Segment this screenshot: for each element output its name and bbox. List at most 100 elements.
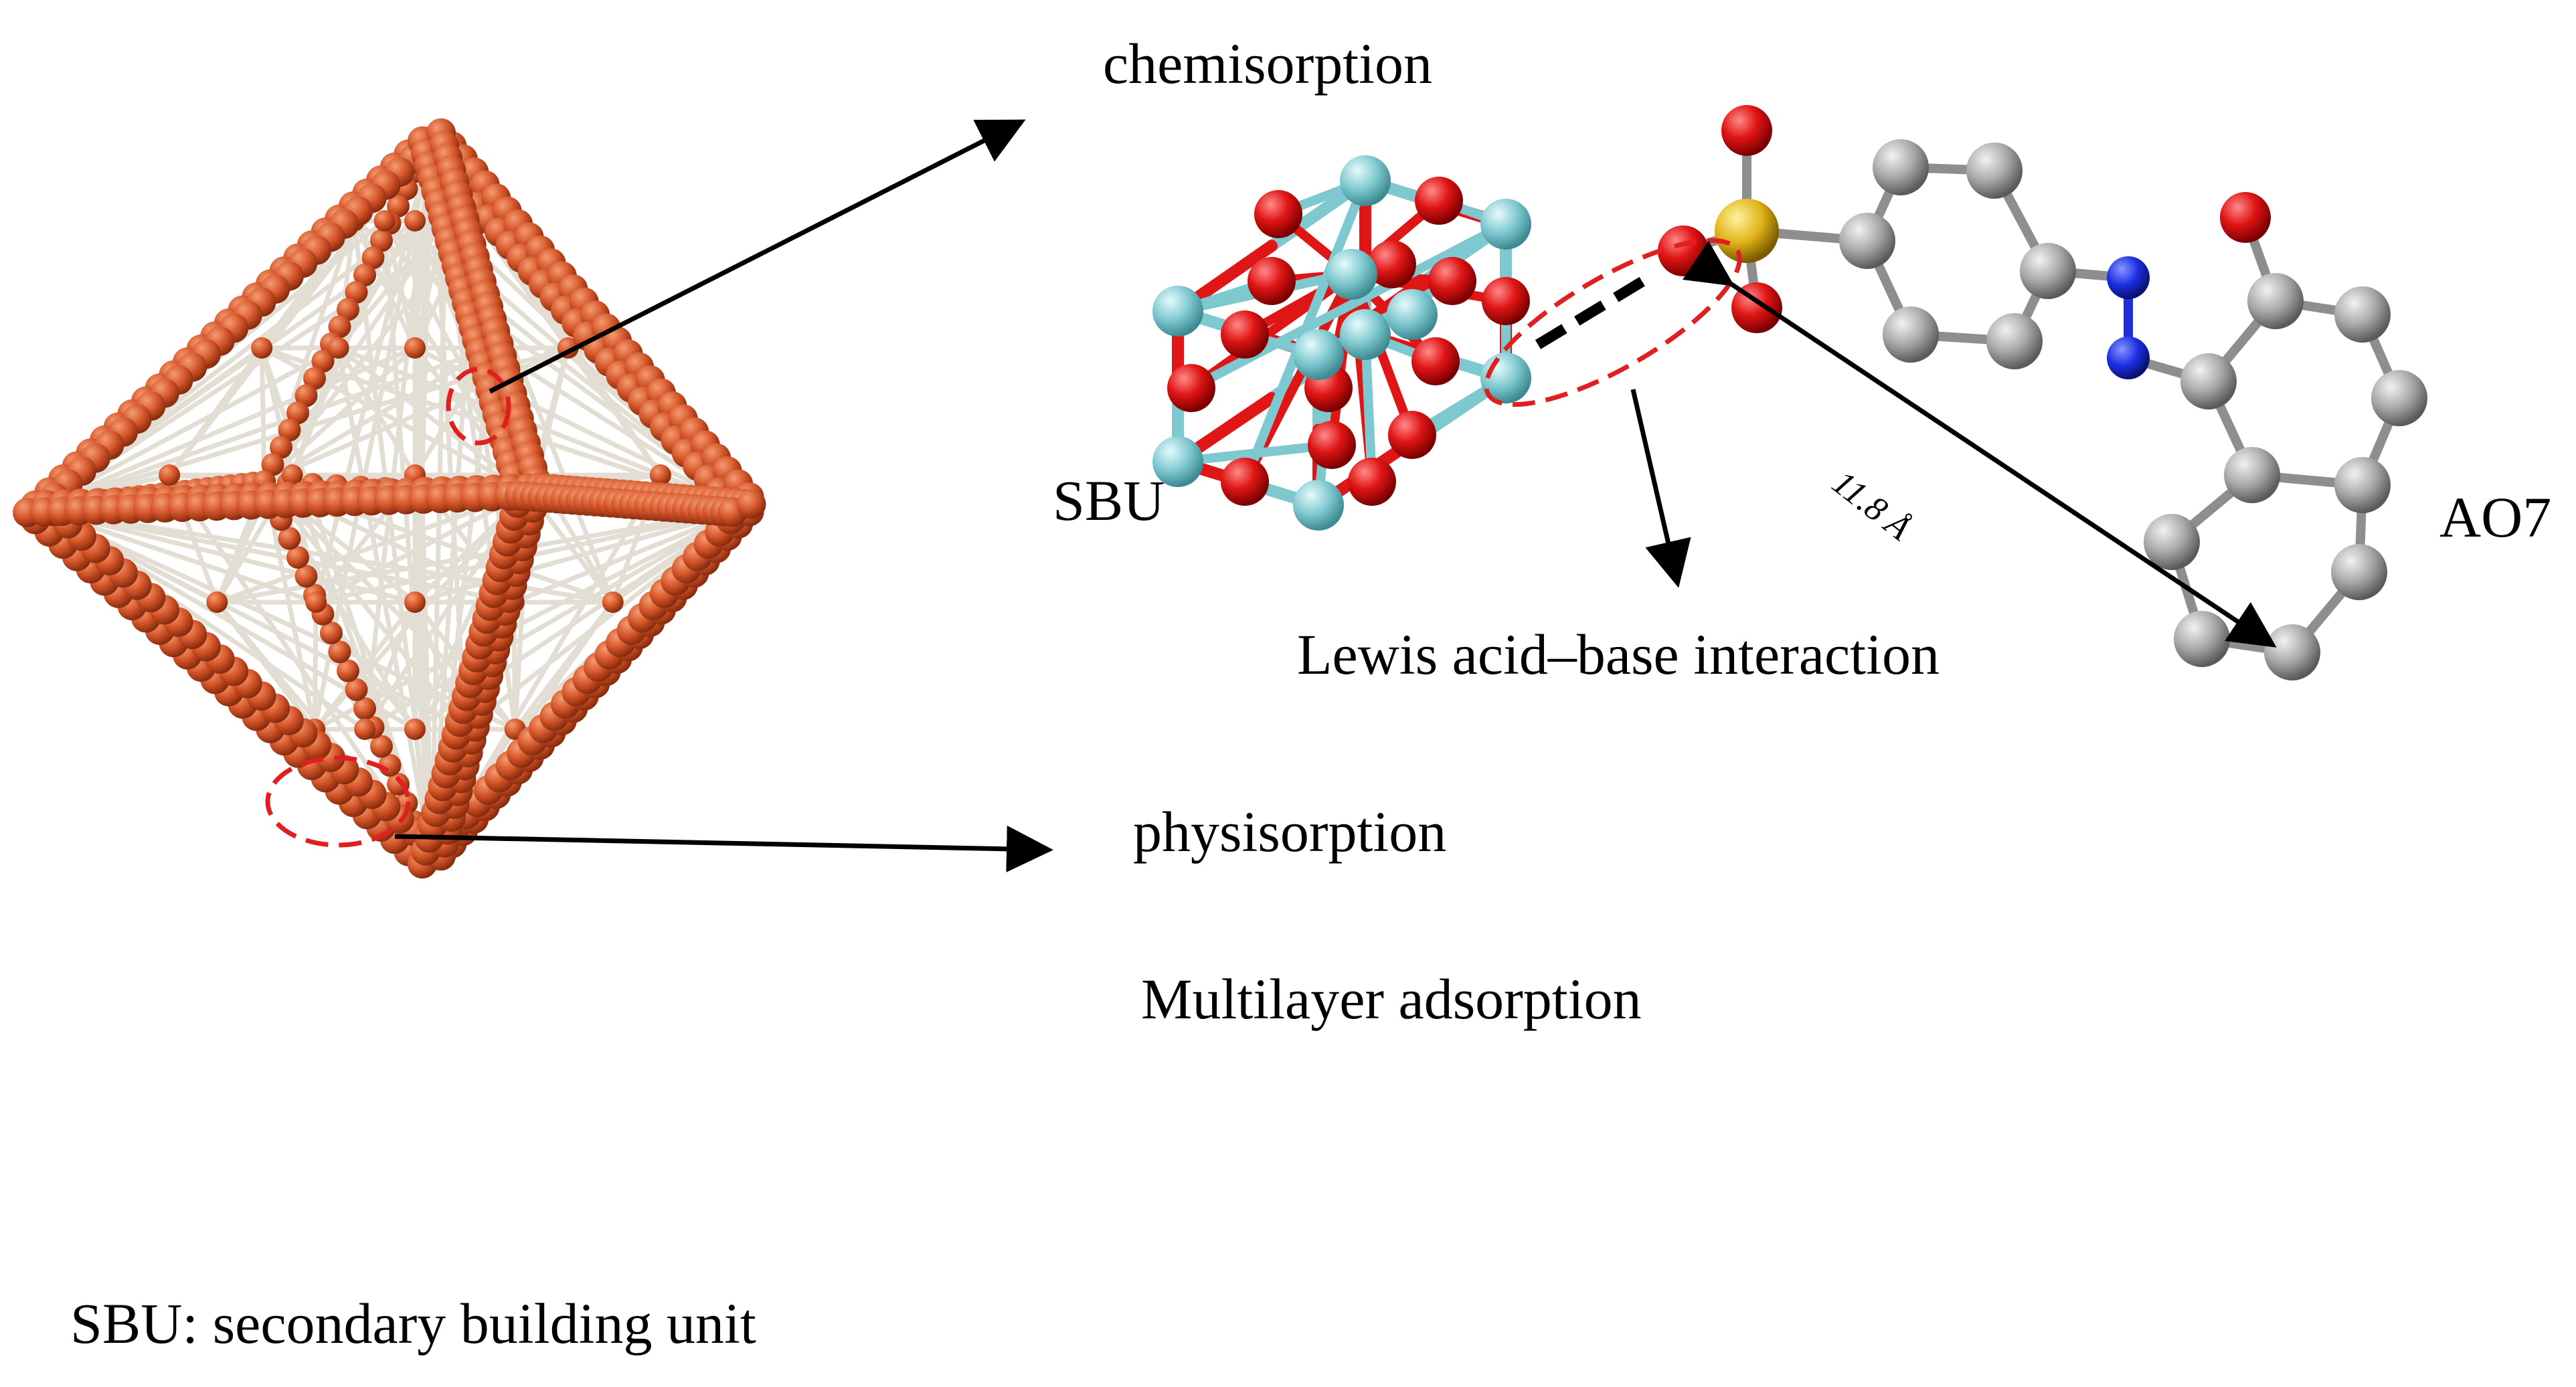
carbon-atom — [2331, 544, 2387, 600]
carbon-atom — [2264, 624, 2320, 680]
carbon-atom — [2224, 447, 2280, 503]
carbon-atom — [1986, 313, 2043, 369]
framework-atom — [404, 719, 426, 740]
physisorption-site-highlight — [265, 755, 411, 848]
framework-strut — [351, 218, 418, 351]
framework-strut — [336, 218, 448, 351]
oxygen-atom — [1254, 190, 1302, 238]
framework-atom — [404, 591, 426, 613]
framework-atom — [328, 315, 351, 339]
oxygen-atom — [1721, 105, 1772, 156]
framework-strut — [412, 506, 749, 605]
framework-atom — [337, 298, 359, 321]
distance-arrow — [1682, 240, 2277, 648]
metal-atom — [1480, 199, 1531, 250]
oxygen-atom — [1415, 177, 1463, 225]
oxygen-atom — [1388, 411, 1436, 459]
framework-atom — [311, 349, 335, 373]
ao7-bonds — [1679, 126, 2404, 657]
framework-atom — [373, 210, 396, 232]
framework-atom — [345, 280, 368, 304]
framework-atom — [294, 384, 318, 407]
framework-atom — [649, 464, 671, 486]
framework-atom — [404, 337, 426, 359]
framework-atom — [261, 453, 284, 476]
oxygen-atom — [1411, 337, 1460, 385]
oxygen-atom — [1221, 310, 1269, 359]
multilayer-adsorption-label: Multilayer adsorption — [1141, 967, 1642, 1031]
mof-octahedron — [13, 118, 766, 879]
chemisorption-label: chemisorption — [1103, 31, 1433, 96]
framework-strut — [312, 599, 418, 732]
framework-atom — [361, 246, 385, 270]
framework-atom — [345, 678, 368, 701]
carbon-atom — [1839, 213, 1895, 269]
framework-atom — [303, 367, 326, 390]
framework-strut — [262, 479, 468, 732]
oxygen-atom — [1368, 240, 1416, 288]
framework-atom — [159, 464, 181, 486]
sulfur-atom — [1715, 199, 1779, 263]
framework-strut — [336, 345, 418, 478]
framework-atom — [270, 436, 292, 459]
framework-atom — [305, 591, 327, 613]
carbon-atom — [2247, 273, 2304, 329]
carbon-atom — [1883, 306, 1939, 363]
framework-atom — [370, 735, 393, 758]
metal-atom — [1293, 480, 1344, 531]
framework-strut — [214, 599, 317, 732]
framework-strut — [566, 345, 663, 478]
oxygen-atom — [1658, 225, 1709, 276]
framework-strut — [412, 345, 749, 511]
oxygen-atom — [1348, 458, 1396, 506]
carbon-atom — [2334, 286, 2391, 343]
framework-atom — [278, 418, 301, 442]
framework-atom — [206, 591, 228, 613]
framework-atom — [286, 546, 309, 569]
oxygen-atom — [1482, 277, 1530, 325]
framework-strut — [513, 599, 616, 732]
metal-atom — [1387, 289, 1438, 340]
framework-atom — [251, 337, 273, 359]
framework-atom — [294, 565, 318, 588]
oxygen-atom — [1167, 364, 1215, 412]
framework-atom — [736, 489, 766, 519]
framework-atom — [404, 210, 426, 232]
carbon-atom — [1873, 139, 1929, 195]
physisorption-arrow — [394, 825, 1053, 872]
oxygen-atom — [1428, 257, 1476, 305]
framework-strut — [312, 599, 319, 732]
framework-atom — [327, 337, 349, 359]
lewis-interaction-label: Lewis acid–base interaction — [1297, 622, 1940, 686]
framework-atom — [278, 527, 301, 550]
physisorption-label: physisorption — [1133, 800, 1447, 864]
ao7-atoms — [1658, 105, 2427, 680]
framework-strut — [336, 218, 418, 351]
carbon-atom — [2334, 457, 2391, 513]
oxygen-atom — [1248, 257, 1296, 305]
metal-atom — [1293, 329, 1344, 380]
lewis-interaction-bond — [1535, 276, 1646, 349]
carbon-atom — [2174, 611, 2230, 667]
sbu-cluster — [1152, 155, 1531, 531]
metal-atom — [1152, 286, 1203, 337]
framework-atom — [354, 719, 376, 740]
sbu-atoms — [1152, 155, 1531, 531]
carbon-atom — [2180, 353, 2237, 409]
framework-atom — [286, 401, 309, 424]
sbu-label: SBU — [1053, 468, 1165, 533]
oxygen-atom — [1308, 421, 1356, 469]
metal-atom — [1340, 155, 1391, 206]
framework-atom — [602, 591, 624, 613]
carbon-atom — [2371, 370, 2427, 426]
metal-atom — [1326, 249, 1377, 300]
framework-atom — [353, 697, 376, 720]
framework-atom — [387, 195, 410, 217]
framework-strut — [167, 345, 264, 478]
nitrogen-atom — [2107, 256, 2150, 299]
oxygen-atom — [2220, 192, 2271, 243]
carbon-atom — [2144, 514, 2200, 570]
framework-atom — [320, 622, 343, 644]
metal-atom — [1340, 309, 1391, 360]
